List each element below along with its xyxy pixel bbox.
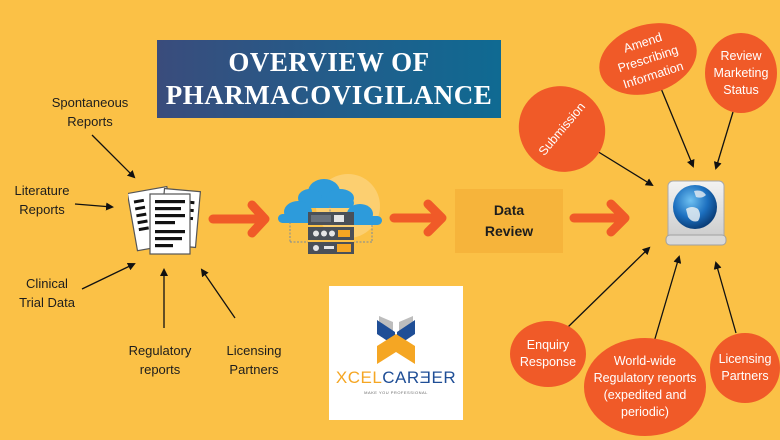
- arrow-licensing-out: [713, 261, 737, 334]
- flow-arrow-2: [389, 199, 447, 237]
- bubble-line: Review: [720, 48, 762, 63]
- logo-tagline: MAKE YOU PROFESSIONAL: [364, 390, 428, 395]
- source-regulatory-reports: Regulatory reports: [118, 341, 202, 379]
- output-worldwide-regulatory-reports: World-wide Regulatory reports (expedited…: [584, 338, 706, 436]
- label-line: Literature: [14, 183, 70, 198]
- arrow-literature: [74, 202, 114, 211]
- flow-arrow-1: [208, 200, 270, 238]
- data-review-box: Data Review: [455, 189, 563, 253]
- arrow-enquiry: [567, 246, 651, 328]
- output-licensing-partners: Licensing Partners: [710, 333, 780, 403]
- label-line: Partners: [229, 362, 279, 377]
- logo-brand-part1: XCEL: [335, 368, 383, 387]
- bubble-line: Submission: [535, 99, 588, 158]
- label-line: reports: [139, 362, 181, 377]
- globe-drive-icon: [665, 180, 727, 246]
- bubble-line: (expedited and: [603, 388, 687, 402]
- arrow-review-marketing: [713, 111, 734, 170]
- arrow-clinical: [81, 262, 136, 290]
- bubble-line: Regulatory reports: [593, 371, 697, 385]
- label-line: Clinical: [26, 276, 68, 291]
- logo-brand-part2: CARƎER: [382, 368, 457, 387]
- book-logo-icon: [377, 316, 415, 364]
- source-licensing-partners: Licensing Partners: [214, 341, 294, 379]
- bubble-line: Response: [519, 355, 577, 369]
- title-banner: OVERVIEW OF PHARMACOVIGILANCE: [157, 40, 501, 118]
- xcelcareer-logo: XCELCARƎER MAKE YOU PROFESSIONAL: [329, 286, 463, 420]
- label-line: Reports: [19, 202, 65, 217]
- source-literature-reports: Literature Reports: [5, 181, 79, 219]
- label-line: Licensing: [226, 343, 282, 358]
- output-enquiry-response: Enquiry Response: [510, 321, 586, 387]
- label-line: Trial Data: [19, 295, 75, 310]
- bubble-line: periodic): [621, 405, 669, 419]
- cloud-server-icon: [278, 174, 382, 254]
- bubble-line: World-wide: [613, 354, 677, 368]
- data-review-line-2: Review: [484, 223, 534, 239]
- arrow-licensing-src: [200, 268, 236, 319]
- title-line-1: OVERVIEW OF: [228, 47, 430, 77]
- bubble-line: Marketing: [713, 65, 769, 80]
- label-line: Spontaneous: [51, 95, 129, 110]
- output-review-marketing-status: Review Marketing Status: [705, 33, 777, 113]
- arrow-amend: [659, 85, 695, 168]
- bubble-line: Partners: [721, 369, 769, 383]
- arrow-spontaneous: [91, 134, 136, 179]
- arrow-submission: [591, 147, 654, 187]
- bubble-line: Status: [723, 82, 759, 97]
- title-line-2: PHARMACOVIGILANCE: [165, 80, 493, 110]
- bubble-line: Enquiry: [526, 338, 570, 352]
- arrow-worldwide: [653, 255, 682, 343]
- flow-arrow-3: [569, 199, 630, 237]
- logo-brand-text: XCELCARƎER: [329, 368, 463, 388]
- source-clinical-trial-data: Clinical Trial Data: [10, 274, 84, 312]
- label-line: Reports: [67, 114, 113, 129]
- source-spontaneous-reports: Spontaneous Reports: [40, 93, 140, 131]
- bubble-line: Licensing: [718, 352, 772, 366]
- label-line: Regulatory: [128, 343, 192, 358]
- data-review-line-1: Data: [493, 202, 525, 218]
- documents-icon: [128, 185, 202, 255]
